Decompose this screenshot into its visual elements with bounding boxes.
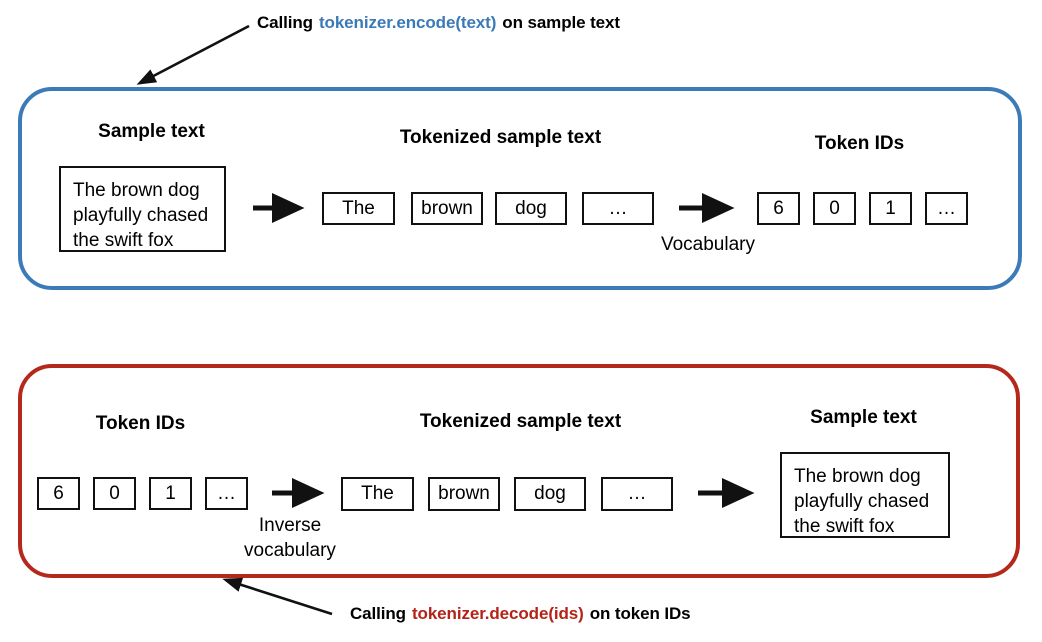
decode-mapping-label: Inverse vocabulary [244,515,336,561]
decode-sample-text-box: The brown dog playfully chased the swift… [780,452,950,538]
encode-caption-code: tokenizer.encode(text) [318,13,497,32]
encode-heading-token-ids: Token IDs [814,133,905,154]
decode-id-box-0: 6 [37,477,80,510]
decode-caption-code: tokenizer.decode(ids) [411,604,584,623]
decode-token-box-3: … [601,477,673,511]
encode-sample-text-box: The brown dog playfully chased the swift… [59,166,226,252]
encode-mapping-label: Vocabulary [660,234,755,255]
encode-token-box-1: brown [411,192,483,225]
decode-caption-pointer-arrow [222,577,333,616]
decode-id-box-3: … [205,477,248,510]
encode-id-box-0: 6 [757,192,800,225]
decode-heading-tokenized: Tokenized sample text [419,411,622,432]
encode-id-box-3: … [925,192,968,225]
decode-token-box-0: The [341,477,414,511]
decode-caption: Calling tokenizer.decode(ids) on token IDs [350,604,691,624]
encode-panel [18,87,1022,290]
decode-caption-suffix: on token IDs [589,604,691,623]
decode-caption-prefix: Calling [350,604,406,623]
decode-id-box-2: 1 [149,477,192,510]
encode-token-box-0: The [322,192,395,225]
encode-id-box-1: 0 [813,192,856,225]
encode-caption: Calling tokenizer.encode(text) on sample t… [257,13,620,33]
encode-id-box-2: 1 [869,192,912,225]
encode-caption-suffix: on sample text [502,13,620,32]
encode-caption-prefix: Calling [257,13,313,32]
decode-heading-token-ids: Token IDs [95,413,186,434]
decode-panel [18,364,1020,578]
decode-token-box-2: dog [514,477,586,511]
encode-token-box-2: dog [495,192,567,225]
encode-caption-pointer-arrow [136,24,250,85]
decode-token-box-1: brown [428,477,500,511]
decode-id-box-1: 0 [93,477,136,510]
decode-heading-sample-text: Sample text [810,407,917,428]
encode-heading-sample-text: Sample text [98,121,205,142]
encode-token-box-3: … [582,192,654,225]
encode-heading-tokenized: Tokenized sample text [399,127,602,148]
